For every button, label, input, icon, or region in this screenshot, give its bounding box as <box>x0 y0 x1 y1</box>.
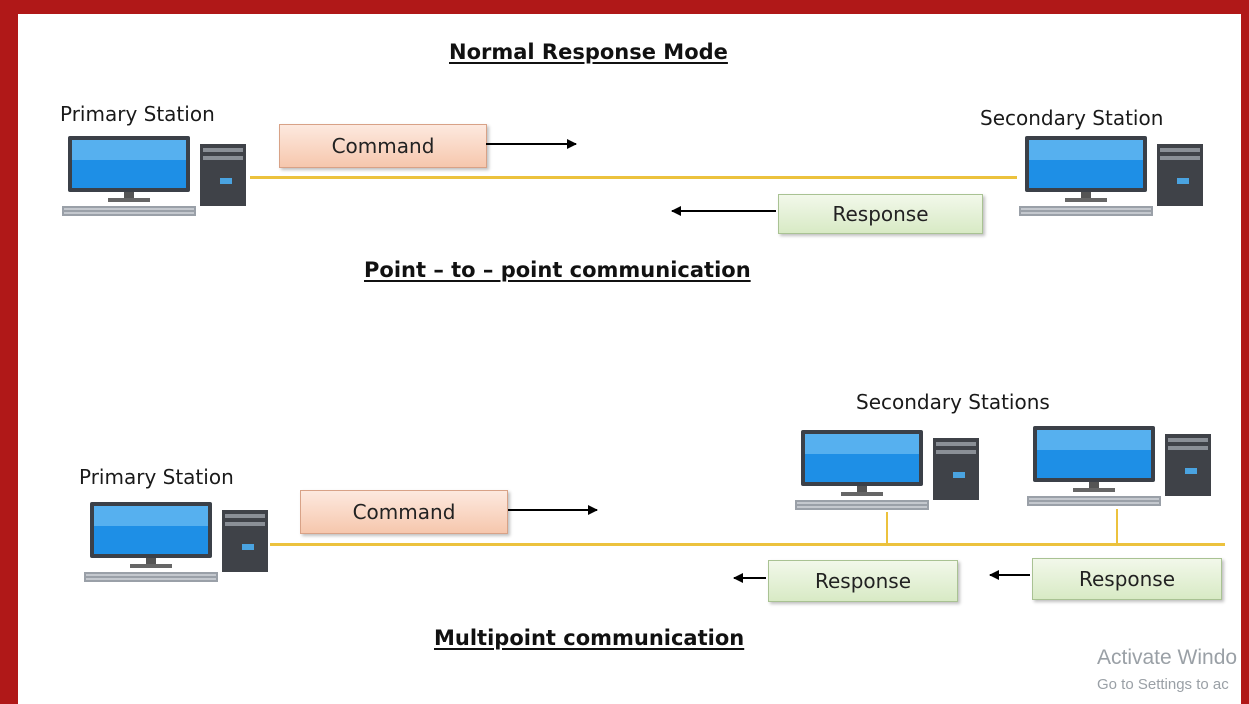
mp-response-box-2: Response <box>1032 558 1222 600</box>
computer-icon <box>795 430 979 510</box>
activation-watermark-subtitle: Go to Settings to ac <box>1097 676 1229 693</box>
computer-icon <box>1019 136 1203 216</box>
p2p-caption: Point – to – point communication <box>364 258 751 282</box>
mp-response-box-1: Response <box>768 560 958 602</box>
computer-icon <box>1027 426 1211 506</box>
mp-drop-line-2 <box>1116 509 1118 545</box>
p2p-primary-label: Primary Station <box>60 102 215 126</box>
computer-icon <box>84 502 268 582</box>
mp-primary-label: Primary Station <box>79 465 234 489</box>
computer-icon <box>62 136 246 216</box>
mp-link-line <box>270 543 1225 546</box>
p2p-link-line <box>250 176 1017 179</box>
diagram-title: Normal Response Mode <box>449 40 728 64</box>
p2p-secondary-label: Secondary Station <box>980 106 1164 130</box>
mp-secondaries-label: Secondary Stations <box>856 390 1050 414</box>
p2p-response-box: Response <box>778 194 983 234</box>
mp-caption: Multipoint communication <box>434 626 745 650</box>
mp-drop-line-1 <box>886 512 888 545</box>
activation-watermark-title: Activate Windo <box>1097 646 1238 669</box>
mp-command-box: Command <box>300 490 508 534</box>
p2p-command-box: Command <box>279 124 487 168</box>
